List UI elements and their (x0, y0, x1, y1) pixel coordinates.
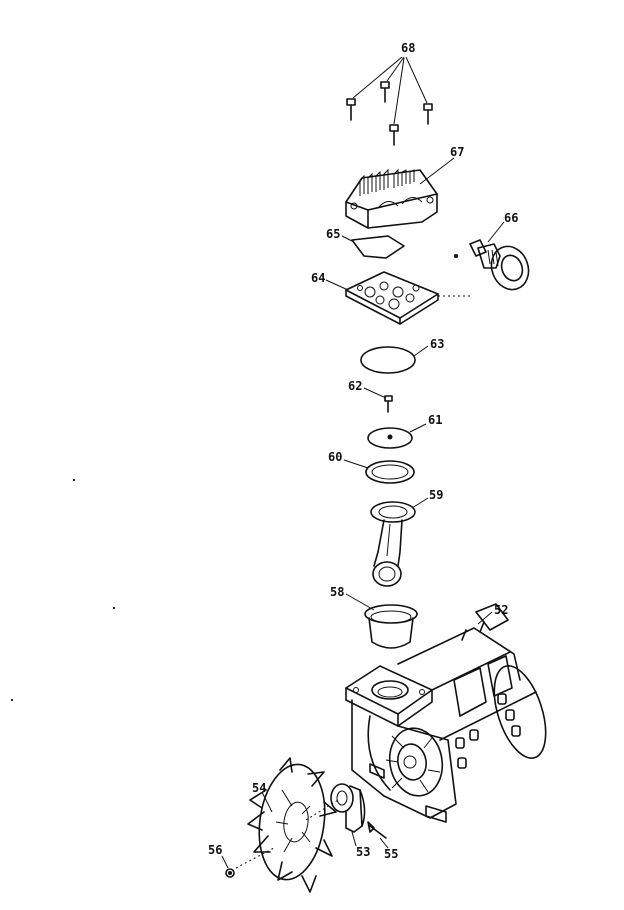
part-54-cooling-fan (247, 757, 337, 893)
callout-61: 61 (428, 413, 442, 427)
callout-59: 59 (429, 488, 443, 502)
part-55-set-screw (367, 821, 389, 849)
part-53-eccentric-bearing (330, 783, 366, 847)
callout-60: 60 (328, 450, 342, 464)
callout-58: 58 (330, 585, 344, 599)
callout-labels: 68 67 66 65 64 63 62 61 60 59 58 52 54 5… (208, 41, 518, 861)
callout-65: 65 (326, 227, 340, 241)
part-61-retainer-disc (367, 423, 427, 449)
callout-62: 62 (348, 379, 362, 393)
part-58-cylinder-sleeve (345, 593, 418, 649)
part-68-head-bolts (346, 56, 433, 146)
part-63-o-ring (360, 345, 429, 374)
part-62-screw (363, 387, 393, 413)
part-56-nut (221, 799, 339, 878)
callout-68: 68 (401, 41, 415, 55)
scan-specks (10, 478, 116, 702)
part-65-head-gasket (341, 235, 405, 259)
part-67-cylinder-head (345, 157, 455, 229)
part-59-connecting-rod (370, 497, 429, 587)
part-52-motor-assembly (345, 603, 547, 823)
callout-64: 64 (311, 271, 325, 285)
callout-66: 66 (504, 211, 518, 225)
callout-55: 55 (384, 847, 398, 861)
callout-67: 67 (450, 145, 464, 159)
callout-63: 63 (430, 337, 444, 351)
callout-52: 52 (494, 603, 508, 617)
callout-53: 53 (356, 845, 370, 859)
part-66-valve-assembly (454, 221, 530, 291)
part-64-valve-plate (325, 271, 470, 325)
part-60-piston-ring (343, 459, 415, 484)
callout-54: 54 (252, 781, 266, 795)
callout-56: 56 (208, 843, 222, 857)
